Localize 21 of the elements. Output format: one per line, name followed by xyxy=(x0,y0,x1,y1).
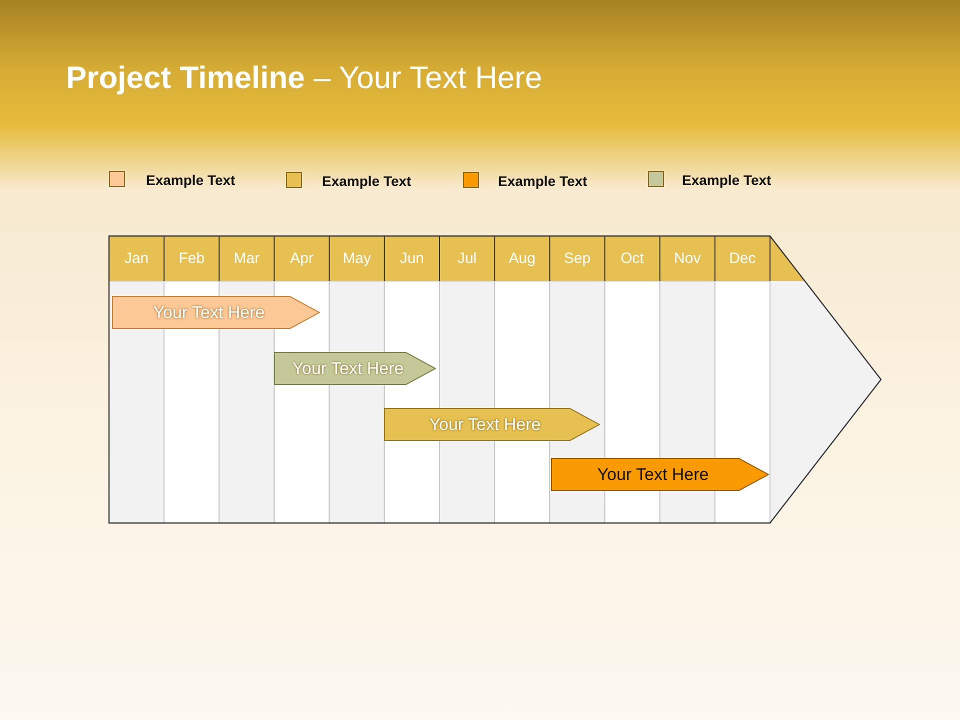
legend-label: Example Text xyxy=(498,173,588,189)
month-label: Feb xyxy=(178,249,206,269)
task-bar: Your Text Here xyxy=(551,458,769,491)
month-label: Aug xyxy=(508,249,536,269)
slide-title: Project Timeline – Your Text Here xyxy=(66,60,542,96)
month-label: Sep xyxy=(562,249,592,269)
month-label: Oct xyxy=(620,249,645,269)
legend-label: Example Text xyxy=(322,173,412,189)
month-label: Nov xyxy=(673,249,702,269)
month-label: Mar xyxy=(232,249,261,269)
month-label: Dec xyxy=(728,249,757,269)
month-label: Apr xyxy=(289,249,314,269)
legend-label: Example Text xyxy=(146,172,236,188)
task-bar: Your Text Here xyxy=(112,296,320,329)
task-bar: Your Text Here xyxy=(384,408,600,441)
legend-label: Example Text xyxy=(682,172,772,188)
month-label: Jan xyxy=(123,249,150,269)
month-label: Jul xyxy=(456,249,478,269)
month-label: May xyxy=(342,249,372,269)
month-label: Jun xyxy=(398,249,426,269)
task-bar: Your Text Here xyxy=(274,352,436,385)
